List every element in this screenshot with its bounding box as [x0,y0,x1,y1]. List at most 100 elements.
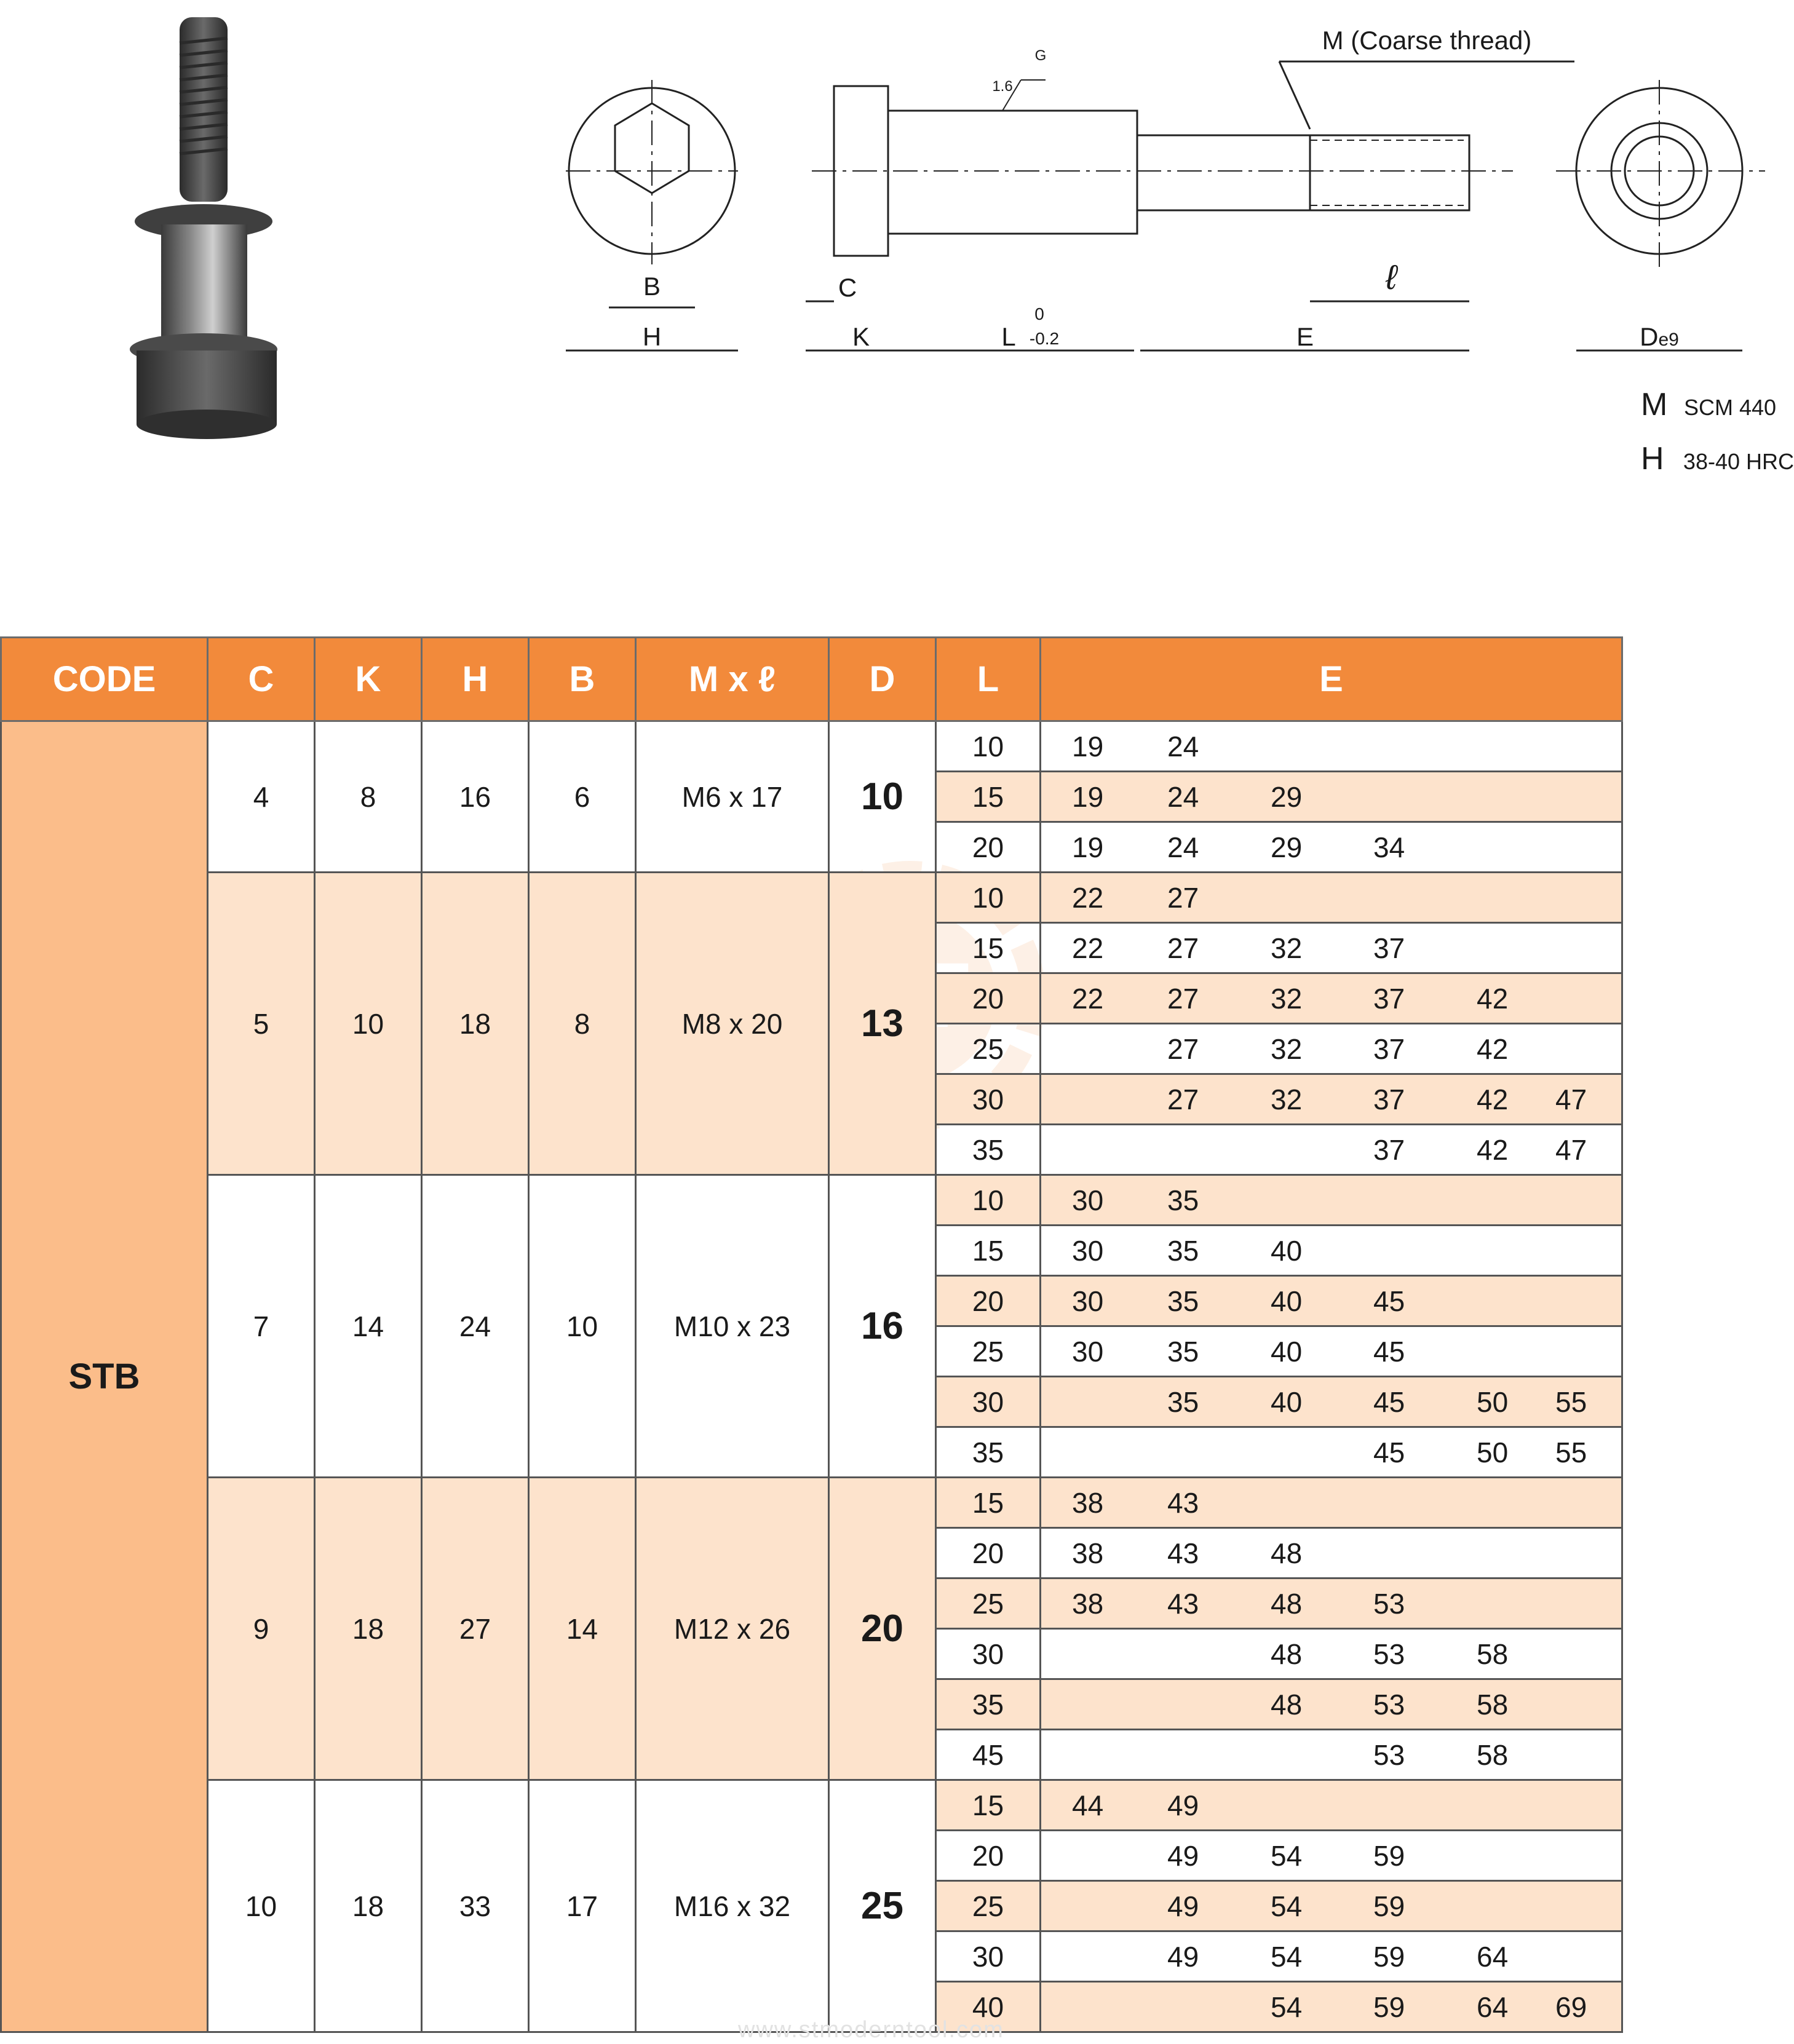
cell-l: 15 [935,1224,1041,1277]
e-value: 47 [1555,1133,1587,1166]
e-value: 37 [1373,1083,1405,1115]
e-value: 42 [1477,982,1509,1015]
e-value: 22 [1072,881,1104,914]
cell-h: 16 [421,720,530,873]
cell-l: 20 [935,1527,1041,1579]
header-m-x-l: M x ℓ [635,636,830,722]
header-e: E [1039,636,1623,722]
cell-l: 35 [935,1123,1041,1176]
e-value: 32 [1271,1083,1303,1115]
cell-m: M12 x 26 [635,1476,830,1781]
e-value: 40 [1271,1385,1303,1418]
e-value: 38 [1072,1537,1104,1569]
e-value: 54 [1271,1991,1303,2023]
technical-drawing: M (Coarse thread) 1.6 G B H C K L 0 -0.2… [566,26,1765,352]
e-value: 29 [1271,831,1303,863]
e-value: 50 [1477,1436,1509,1468]
spec-row-hardness: H 38-40 HRC [1641,440,1794,494]
e-value: 47 [1555,1083,1587,1115]
e-value: 19 [1072,730,1104,763]
e-value: 43 [1167,1587,1199,1620]
cell-l: 25 [935,1325,1041,1377]
cell-l: 20 [935,1829,1041,1882]
spec-row-material: M SCM 440 [1641,386,1794,440]
e-value: 69 [1555,1991,1587,2023]
cell-l: 20 [935,972,1041,1024]
cell-l: 25 [935,1577,1041,1630]
e-value: 37 [1373,982,1405,1015]
dim-label-e: E [1296,322,1314,351]
dim-label-ell: ℓ [1385,258,1399,296]
e-value: 53 [1373,1688,1405,1721]
spec-key: M [1641,387,1668,422]
e-value: 59 [1373,1991,1405,2023]
cell-d: 16 [828,1174,937,1478]
e-value: 24 [1167,831,1199,863]
header-d: D [828,636,937,722]
e-value: 30 [1072,1234,1104,1267]
cell-d: 20 [828,1476,937,1781]
cell-k: 18 [314,1476,423,1781]
cell-m: M10 x 23 [635,1174,830,1478]
e-value: 30 [1072,1285,1104,1317]
cell-b: 10 [528,1174,637,1478]
e-value: 48 [1271,1537,1303,1569]
e-value: 45 [1373,1335,1405,1368]
e-value: 38 [1072,1587,1104,1620]
e-value: 45 [1373,1385,1405,1418]
e-value: 64 [1477,1940,1509,1973]
e-value: 22 [1072,932,1104,964]
cell-l: 10 [935,720,1041,772]
e-value: 40 [1271,1234,1303,1267]
cell-c: 7 [207,1174,316,1478]
cell-c: 5 [207,871,316,1176]
e-value: 19 [1072,831,1104,863]
cell-m: M8 x 20 [635,871,830,1176]
header-code: CODE [0,636,208,722]
e-value: 54 [1271,1890,1303,1922]
dim-label-k: K [852,322,870,351]
e-value: 49 [1167,1940,1199,1973]
thread-note: M (Coarse thread) [1322,26,1532,55]
cell-k: 14 [314,1174,423,1478]
e-value: 19 [1072,780,1104,813]
e-value: 37 [1373,932,1405,964]
cell-m: M6 x 17 [635,720,830,873]
e-value: 35 [1167,1335,1199,1368]
e-value: 35 [1167,1385,1199,1418]
e-value: 48 [1271,1688,1303,1721]
cell-d: 13 [828,871,937,1176]
code-cell: STB [0,720,208,2033]
cell-h: 24 [421,1174,530,1478]
e-value: 27 [1167,1083,1199,1115]
cell-l: 20 [935,1275,1041,1327]
e-value: 53 [1373,1738,1405,1771]
e-value: 43 [1167,1486,1199,1519]
e-value: 48 [1271,1638,1303,1670]
e-value: 59 [1373,1890,1405,1922]
e-value: 24 [1167,780,1199,813]
